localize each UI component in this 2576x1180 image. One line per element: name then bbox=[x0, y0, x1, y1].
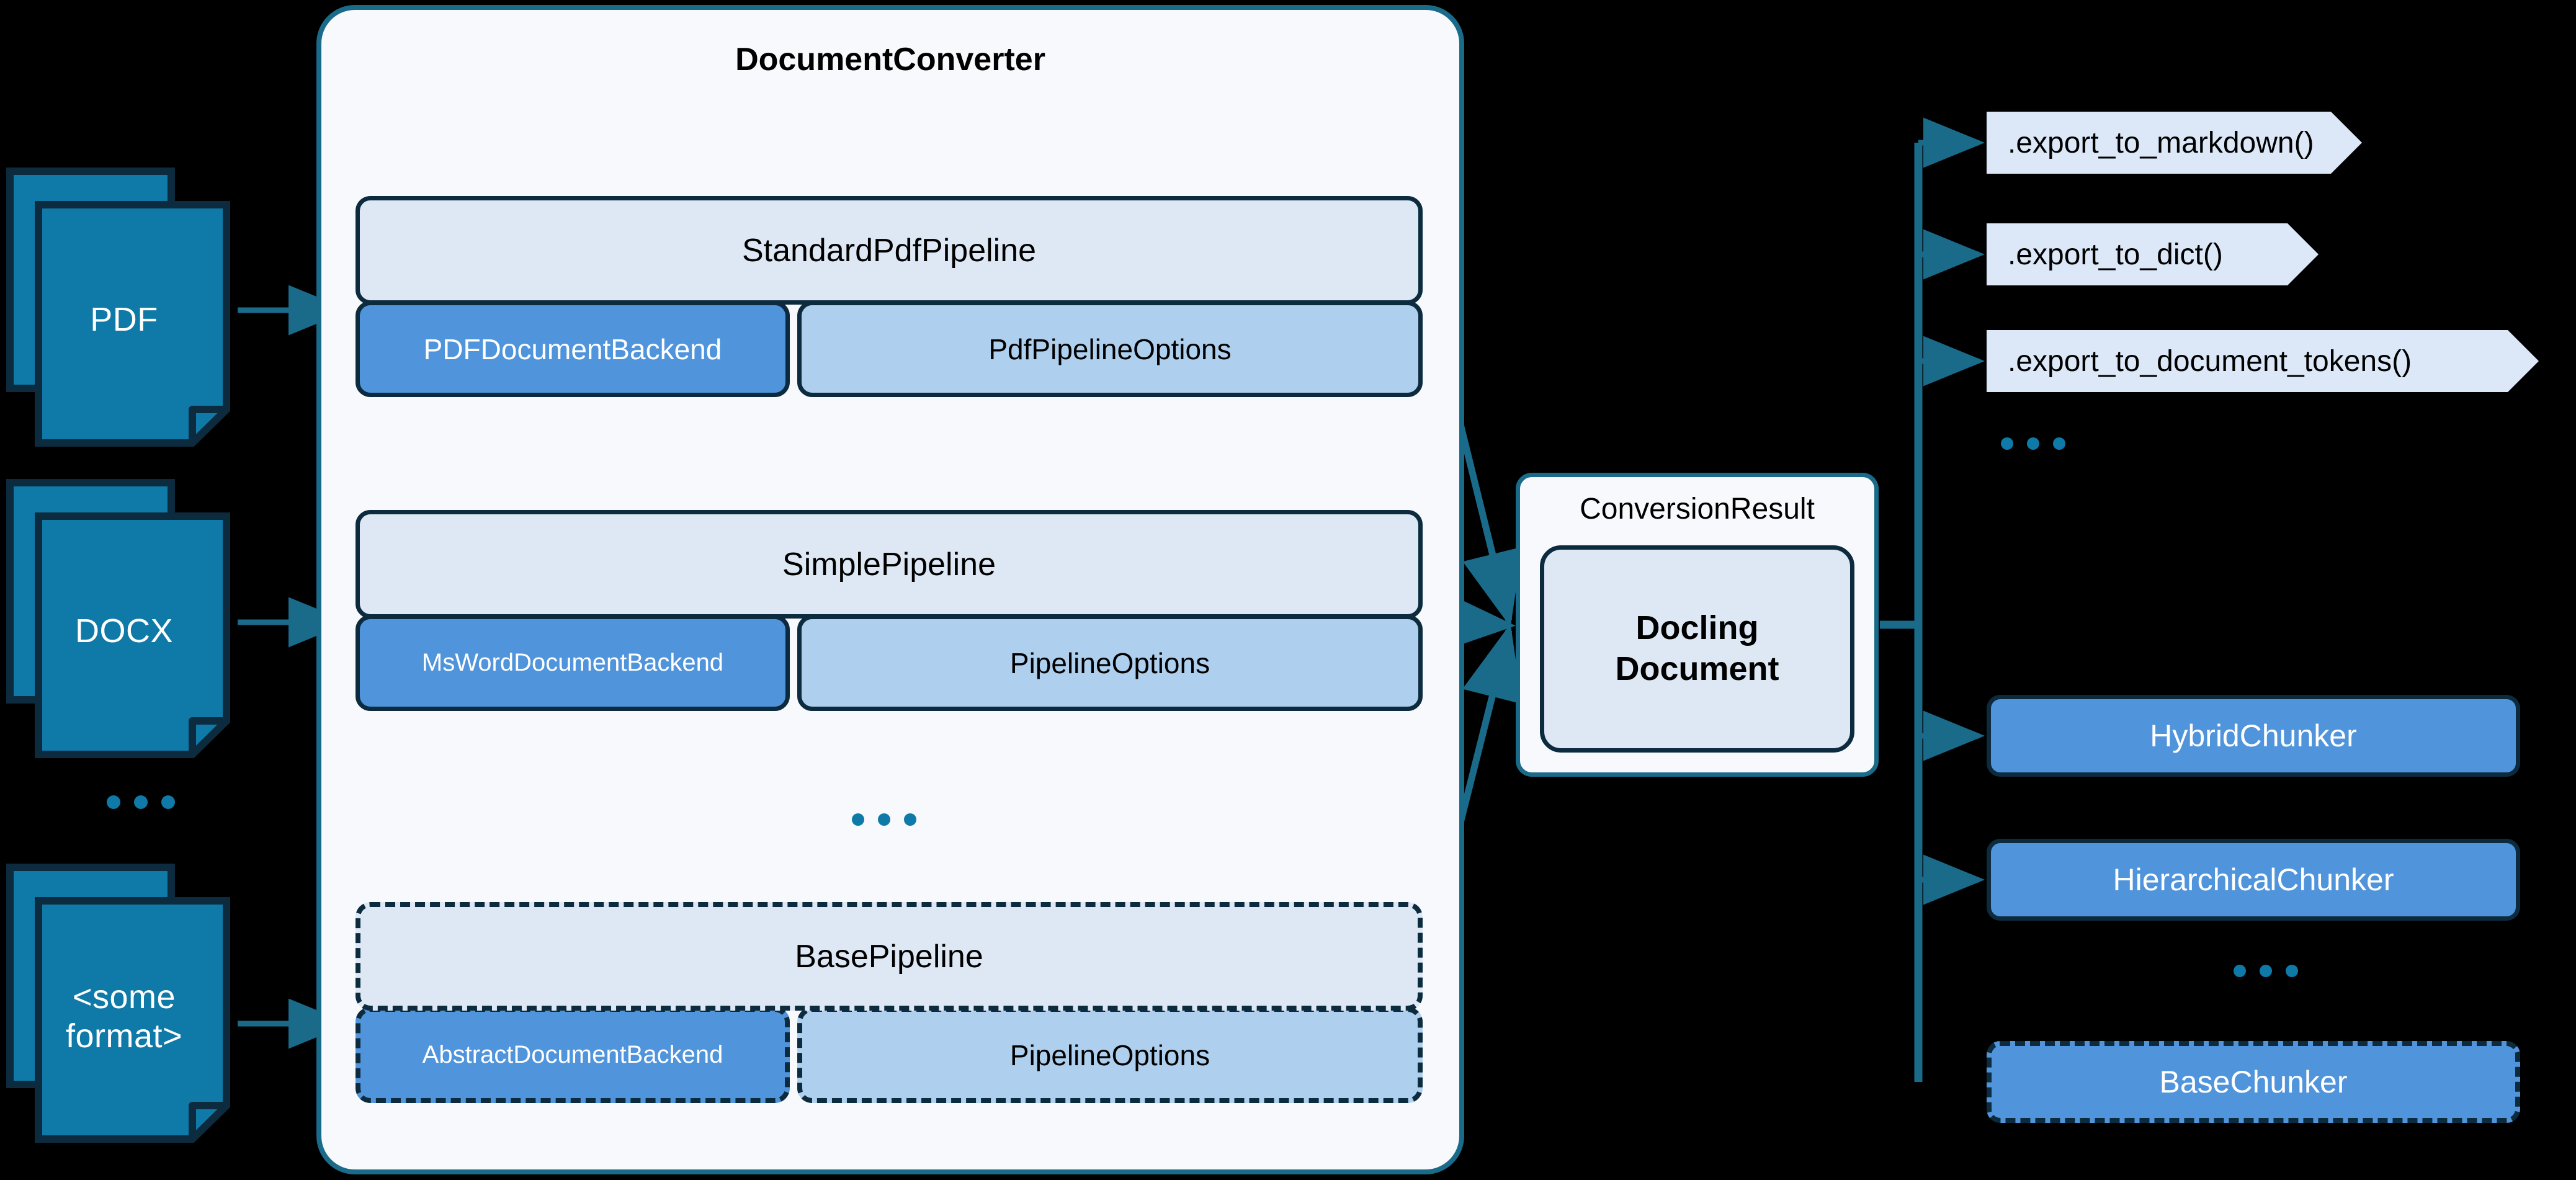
converter-ellipsis bbox=[852, 813, 916, 826]
hierarchical-chunker-box[interactable]: HierarchicalChunker bbox=[1987, 839, 2520, 921]
document-converter-title: DocumentConverter bbox=[735, 42, 1045, 78]
dot-icon bbox=[904, 813, 916, 826]
base-chunker-box[interactable]: BaseChunker bbox=[1987, 1041, 2520, 1123]
dot-icon bbox=[2260, 965, 2272, 977]
dot-icon bbox=[2001, 437, 2013, 450]
docling-document-box[interactable]: Docling Document bbox=[1540, 545, 1854, 753]
dot-icon bbox=[2027, 437, 2039, 450]
base-pipeline-options-chip[interactable]: PipelineOptions bbox=[797, 1007, 1423, 1103]
document-converter-container: DocumentConverter StandardPdfPipeline PD… bbox=[316, 5, 1464, 1174]
simple-pipeline-group: SimplePipeline MsWordDocumentBackend Pip… bbox=[356, 510, 1423, 711]
base-pipeline-box[interactable]: BasePipeline bbox=[356, 902, 1423, 1011]
export-to-markdown-chip[interactable]: .export_to_markdown() bbox=[1987, 112, 2362, 174]
docx-document-icon: DOCX bbox=[6, 479, 242, 758]
export-to-document-tokens-chip[interactable]: .export_to_document_tokens() bbox=[1987, 330, 2539, 392]
exports-ellipsis bbox=[2001, 437, 2065, 450]
dot-icon bbox=[107, 795, 120, 809]
hybrid-chunker-box[interactable]: HybridChunker bbox=[1987, 695, 2520, 777]
export-to-markdown-label: .export_to_markdown() bbox=[2008, 126, 2314, 159]
export-to-dict-chip[interactable]: .export_to_dict() bbox=[1987, 223, 2319, 285]
export-to-dict-label: .export_to_dict() bbox=[2008, 238, 2223, 271]
docling-document-line2: Document bbox=[1615, 650, 1779, 687]
chunkers-ellipsis bbox=[2234, 965, 2298, 977]
pdf-document-icon: PDF bbox=[6, 168, 242, 447]
standard-pdf-pipeline-box[interactable]: StandardPdfPipeline bbox=[356, 196, 1423, 305]
dot-icon bbox=[134, 795, 148, 809]
dot-icon bbox=[2286, 965, 2298, 977]
base-pipeline-group: BasePipeline AbstractDocumentBackend Pip… bbox=[356, 902, 1423, 1103]
dot-icon bbox=[2053, 437, 2065, 450]
msword-document-backend-chip[interactable]: MsWordDocumentBackend bbox=[356, 615, 790, 711]
dot-icon bbox=[852, 813, 864, 826]
pdf-document-backend-chip[interactable]: PDFDocumentBackend bbox=[356, 301, 790, 397]
pipeline-options-chip[interactable]: PipelineOptions bbox=[797, 615, 1423, 711]
conversion-result-container: ConversionResult Docling Document bbox=[1516, 473, 1879, 777]
docling-document-line1: Docling bbox=[1635, 609, 1759, 647]
generic-format-document-icon: <some format> bbox=[6, 864, 242, 1143]
standard-pdf-pipeline-group: StandardPdfPipeline PDFDocumentBackend P… bbox=[356, 196, 1423, 397]
pdf-pipeline-options-chip[interactable]: PdfPipelineOptions bbox=[797, 301, 1423, 397]
dot-icon bbox=[878, 813, 890, 826]
sources-ellipsis bbox=[107, 795, 175, 809]
abstract-document-backend-chip[interactable]: AbstractDocumentBackend bbox=[356, 1007, 790, 1103]
export-to-document-tokens-label: .export_to_document_tokens() bbox=[2008, 344, 2412, 378]
simple-pipeline-box[interactable]: SimplePipeline bbox=[356, 510, 1423, 619]
dot-icon bbox=[2234, 965, 2246, 977]
conversion-result-title: ConversionResult bbox=[1580, 493, 1815, 525]
dot-icon bbox=[161, 795, 175, 809]
